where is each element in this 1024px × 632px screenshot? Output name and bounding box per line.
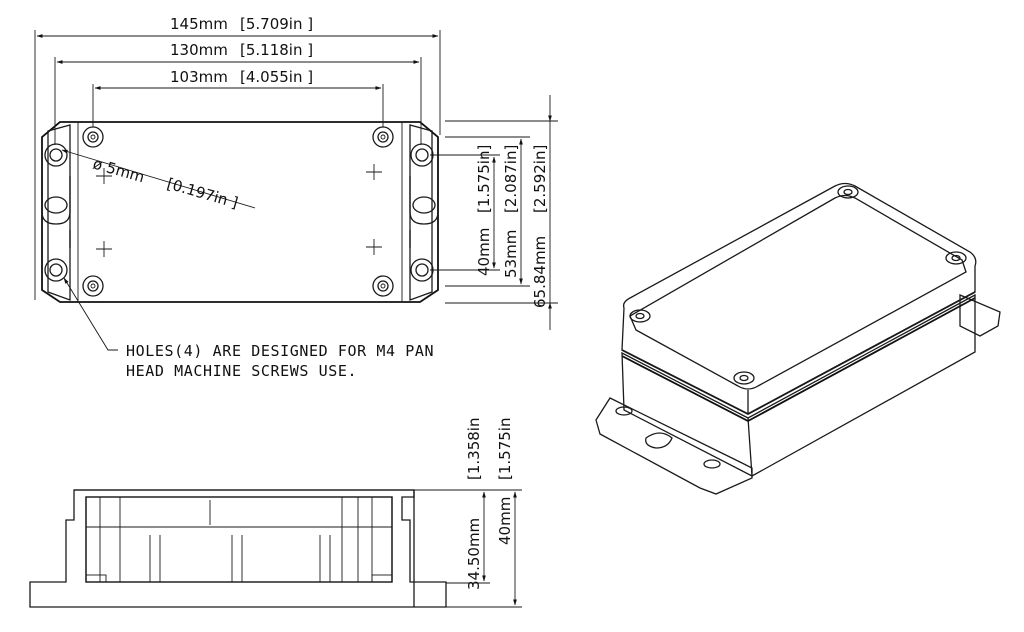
dim-vertical-40: 40mm [1.575in] — [430, 145, 500, 276]
dim-screw-spacing: 103mm [4.055in ] — [92, 68, 384, 127]
holes-note-line1: HOLES(4) ARE DESIGNED FOR M4 PAN — [126, 342, 434, 360]
screw-holes — [82, 126, 394, 297]
dim-screw-spacing-mm: 103mm — [170, 68, 228, 86]
isometric-view — [595, 182, 1001, 495]
dim-height-3450: 34.50mm [1.358in — [414, 418, 490, 590]
dim-height-40-mm: 40mm — [496, 497, 514, 545]
dim-vertical-53-mm: 53mm — [502, 230, 520, 278]
dim-vertical-65-mm: 65.84mm — [531, 236, 549, 308]
holes-note: HOLES(4) ARE DESIGNED FOR M4 PAN HEAD MA… — [63, 277, 434, 380]
dim-overall-width-in: [5.709in ] — [240, 15, 313, 33]
dim-vertical-40-mm: 40mm — [475, 228, 493, 276]
dim-height-40: 40mm [1.575in — [446, 418, 522, 608]
side-section-view: 34.50mm [1.358in 40mm [1.575in — [29, 418, 522, 608]
iso-lid-screws — [629, 185, 967, 385]
dim-hole-diameter-in: [0.197in ] — [165, 175, 240, 212]
dim-overall-width: 145mm [5.709in ] — [34, 15, 441, 300]
dim-overall-width-mm: 145mm — [170, 15, 228, 33]
dim-vertical-53: 53mm [2.087in] — [445, 136, 530, 287]
dim-hole-diameter: ø 5mm [0.197in ] — [61, 149, 256, 212]
dim-mount-spacing-in: [5.118in ] — [240, 41, 313, 59]
dim-vertical-53-in: [2.087in] — [502, 145, 520, 213]
left-mount-slot — [41, 143, 71, 282]
dim-hole-diameter-mm: ø 5mm — [91, 155, 147, 187]
dim-vertical-65: 65.84mm [2.592in] — [445, 95, 558, 330]
dim-vertical-40-in: [1.575in] — [475, 145, 493, 213]
dim-height-40-in: [1.575in — [496, 418, 514, 480]
top-view: 145mm [5.709in ] 130mm [5.118in ] 103mm … — [34, 15, 558, 380]
dim-vertical-65-in: [2.592in] — [531, 145, 549, 213]
top-view-outline — [41, 121, 439, 303]
dim-height-3450-mm: 34.50mm — [465, 518, 483, 590]
right-mount-slot — [409, 143, 439, 282]
dim-screw-spacing-in: [4.055in ] — [240, 68, 313, 86]
dim-height-3450-in: [1.358in — [465, 418, 483, 480]
center-marks — [96, 164, 382, 257]
dim-mount-spacing-mm: 130mm — [170, 41, 228, 59]
holes-note-line2: HEAD MACHINE SCREWS USE. — [126, 362, 357, 380]
dim-mount-spacing: 130mm [5.118in ] — [54, 41, 422, 145]
